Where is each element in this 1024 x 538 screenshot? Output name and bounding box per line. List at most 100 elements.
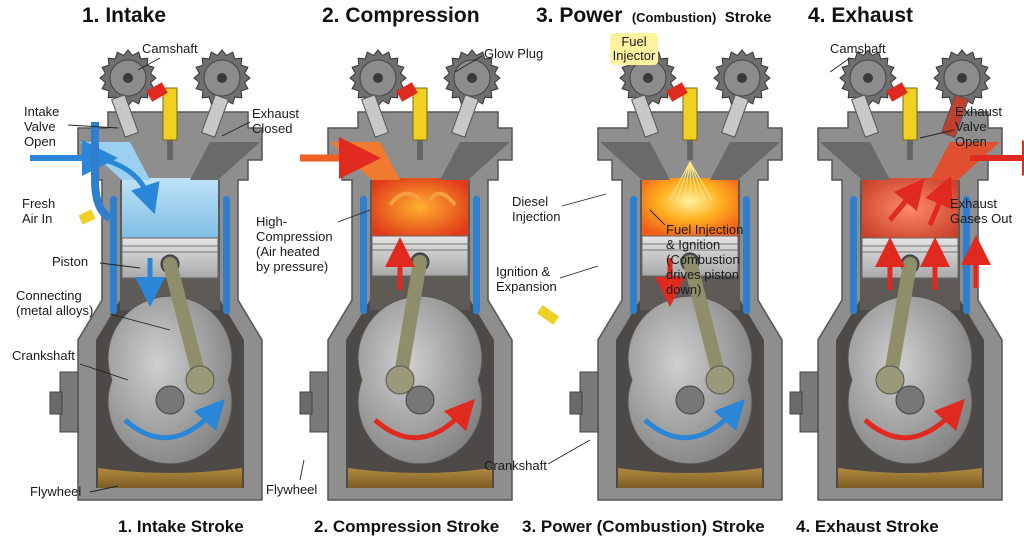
- leader-connecting: [109, 313, 171, 331]
- camshaft-gear-left-axle: [863, 73, 873, 83]
- label-exhaust-gases-out-line-1: Exhaust: [950, 196, 997, 211]
- oil-sump: [348, 468, 492, 488]
- engine-panel-1: [30, 49, 263, 501]
- leader-glow-plug: [454, 55, 483, 73]
- crank-rotation-arrow: [123, 398, 226, 441]
- label-intake-valve-open-text-line-2: Valve: [24, 119, 56, 134]
- flywheel-shaft: [569, 391, 583, 415]
- intake-port: [820, 142, 890, 180]
- title-power-end: Stroke: [725, 9, 772, 26]
- label-intake-valve-open-text-line-1: Intake: [24, 104, 59, 119]
- leader-fuel-injection: [649, 209, 666, 226]
- flywheel-stub: [799, 371, 819, 433]
- combustion-chamber: [372, 178, 468, 236]
- leader-flywheel-1: [89, 485, 119, 493]
- heat-swirl-2: [428, 191, 457, 207]
- flywheel-stub: [309, 371, 329, 433]
- coolant-jacket-right: [473, 196, 480, 314]
- caption-intake: 1. Intake Stroke: [118, 517, 244, 536]
- label-fuel-injection-ignition-line-3: (Combustion: [666, 252, 740, 267]
- rod-big-end: [875, 365, 905, 395]
- flywheel-stub: [59, 371, 79, 433]
- engine-panels: [30, 49, 1024, 501]
- leader-camshaft-4: [829, 57, 851, 73]
- label-fuel-injection-ignition-line-5: down): [666, 282, 701, 297]
- label-camshaft-4: Camshaft: [830, 41, 886, 56]
- title-intake: 1. Intake: [82, 4, 166, 27]
- label-ignition-expansion-line-2: Expansion: [496, 279, 557, 294]
- camshaft-gear-right-axle: [957, 73, 967, 83]
- crank-hub: [895, 385, 925, 415]
- leader-camshaft-1: [137, 57, 161, 71]
- injector-nozzle: [687, 140, 693, 160]
- injector-fuel-line: [886, 82, 908, 102]
- rod-big-end: [705, 365, 735, 395]
- label-exhaust-closed-line-1: Exhaust: [252, 106, 299, 121]
- coolant-jacket-left: [110, 196, 117, 314]
- caption-power: 3. Power (Combustion) Stroke: [522, 517, 765, 536]
- connecting-rod: [393, 255, 427, 387]
- leader-piston: [99, 262, 141, 269]
- leader-diesel-injection: [561, 193, 607, 207]
- coolant-jacket-right: [743, 196, 750, 314]
- label-crankshaft-3: Crankshaft: [484, 458, 547, 473]
- title-power-main: 3. Power: [536, 4, 622, 27]
- fuel-spray-7: [689, 161, 713, 201]
- label-diesel-injection-line-2: Injection: [512, 209, 560, 224]
- intake-swirl-arrow: [104, 157, 160, 215]
- injector-fuel-line: [396, 82, 418, 102]
- leader-crankshaft-1: [79, 363, 129, 381]
- exhaust-valve-spring: [450, 94, 480, 138]
- engine-panel-3: [536, 49, 783, 501]
- label-piston: Piston: [52, 254, 88, 269]
- label-intake-valve-open-text-line-3: Open: [24, 134, 56, 149]
- flywheel-stub: [579, 371, 599, 433]
- label-flywheel-1: Flywheel: [30, 484, 81, 499]
- oil-sump: [838, 468, 982, 488]
- label-exhaust-valve-open-line-2: Valve: [955, 119, 987, 134]
- flywheel-shaft: [299, 391, 313, 415]
- caption-exhaust: 4. Exhaust Stroke: [796, 517, 939, 536]
- exhaust-port: [710, 142, 780, 180]
- leader-high-compression: [337, 209, 371, 223]
- intake-port: [600, 142, 670, 180]
- intake-valve-spring: [630, 94, 660, 138]
- title-compression: 2. Compression: [322, 4, 480, 27]
- label-exhaust-gases-out-line-2: Gases Out: [950, 211, 1013, 226]
- label-connecting-line-1: Connecting: [16, 288, 82, 303]
- label-diesel-injection-line-1: Diesel: [512, 194, 548, 209]
- crank-hub: [155, 385, 185, 415]
- flywheel-shaft: [789, 391, 803, 415]
- leader-exhaust-closed: [221, 121, 251, 137]
- fuel-spray-5: [689, 161, 699, 201]
- connecting-rod: [883, 257, 917, 387]
- intake-valve-spring: [110, 94, 140, 138]
- injector-nozzle: [417, 140, 423, 160]
- camshaft-gear-left-axle: [643, 73, 653, 83]
- leader-intake-valve: [67, 124, 119, 129]
- caption-compression: 2. Compression Stroke: [314, 517, 499, 536]
- crank-rotation-arrow: [863, 398, 966, 441]
- label-ignition-expansion: Ignition &Expansion: [496, 264, 557, 294]
- coolant-jacket-left: [630, 196, 637, 314]
- fuel-spray-1: [669, 161, 691, 201]
- exhaust-valve-spring: [720, 94, 750, 138]
- crank-rotation-arrow: [643, 398, 746, 441]
- title-power: 3. Power (Combustion) Stroke: [536, 4, 771, 27]
- intake-pipe: [91, 122, 113, 222]
- label-high-compression-line-2: Compression: [256, 229, 333, 244]
- crank-rotation-arrow: [373, 398, 476, 441]
- label-connecting: Connecting(metal alloys): [16, 288, 93, 318]
- intake-valve-spring: [850, 94, 880, 138]
- side-ignition-fitting: [536, 305, 560, 325]
- flywheel-shaft: [49, 391, 63, 415]
- fuel-injector: [412, 87, 428, 141]
- exhaust-flow-arrow-1: [888, 178, 925, 222]
- engine-panel-4: [789, 49, 1024, 501]
- heat-swirl-1: [388, 191, 422, 207]
- rod-big-end: [385, 365, 415, 395]
